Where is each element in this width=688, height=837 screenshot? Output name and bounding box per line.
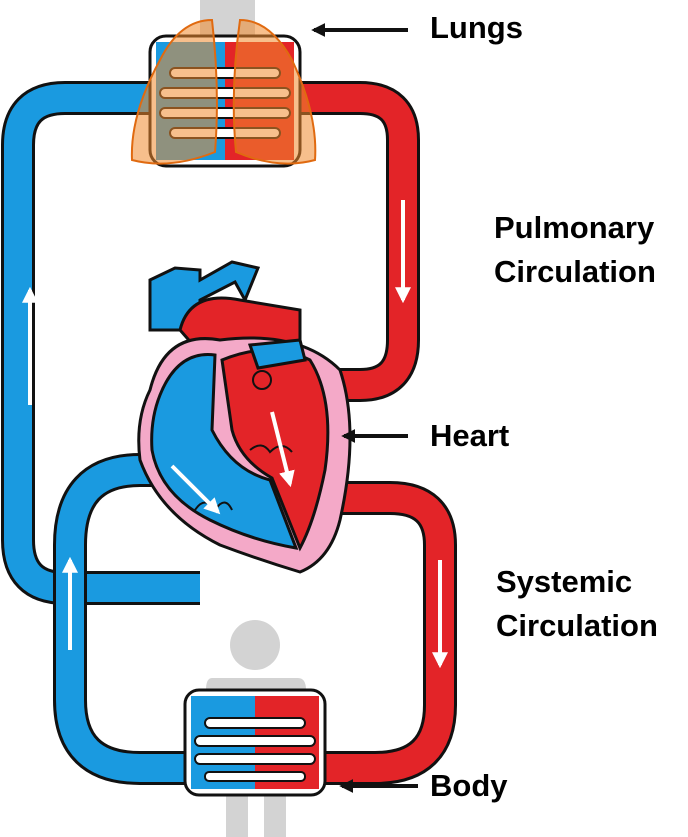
pulmonary-vein-blue: [18, 98, 200, 588]
body-capillary-bed: [185, 690, 325, 795]
pulmonary-label-line1: Pulmonary: [494, 206, 656, 250]
systemic-label-line1: Systemic: [496, 560, 658, 604]
systemic-vessel-red: [320, 498, 440, 768]
pulmonary-circulation-label: Pulmonary Circulation: [494, 206, 656, 294]
body-label: Body: [430, 764, 508, 808]
pulmonary-label-line2: Circulation: [494, 250, 656, 294]
heart-label: Heart: [430, 414, 509, 458]
systemic-label-line2: Circulation: [496, 604, 658, 648]
lungs-label: Lungs: [430, 6, 523, 50]
heart-icon: [139, 262, 350, 572]
systemic-circulation-label: Systemic Circulation: [496, 560, 658, 648]
